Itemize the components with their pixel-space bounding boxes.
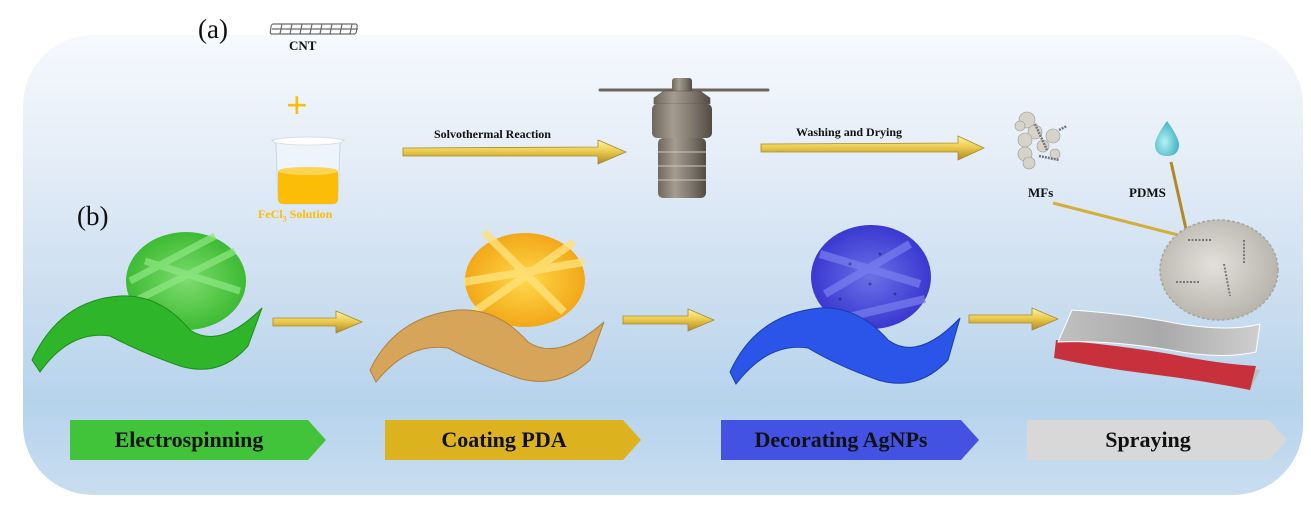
beaker-icon [270, 136, 346, 205]
electrospun-fiber-mat-icon [31, 295, 263, 373]
washing-drying-arrow-icon [760, 135, 985, 161]
mfs-pdms-composite-icon [1159, 219, 1279, 321]
step-decorating-agnps-label: Decorating AgNPs [754, 427, 928, 452]
step-decorating-agnps-chevron: Decorating AgNPs [721, 420, 979, 460]
panel-b-letter: (b) [77, 201, 109, 231]
fecl3-solution-label: FeCl3 Solution [258, 207, 333, 224]
washing-drying-label: Washing and Drying [796, 125, 903, 139]
step-spraying-label: Spraying [1105, 427, 1191, 452]
mfs-label: MFs [1028, 185, 1054, 200]
mfs-microsphere-cluster-icon [1014, 111, 1068, 170]
step-electrospinning-label: Electrospinning [114, 427, 264, 452]
step-coating-pda-label: Coating PDA [441, 427, 567, 452]
pdms-droplet-icon [1155, 121, 1179, 156]
process-arrow-3-icon [968, 307, 1060, 331]
process-arrow-2-icon [622, 308, 716, 332]
plus-sign: + [286, 85, 308, 127]
solvothermal-arrow-icon [402, 139, 628, 165]
autoclave-reactor-icon [598, 78, 770, 198]
pda-coated-fiber-mat-icon [369, 309, 605, 383]
process-arrow-1-icon [272, 310, 364, 334]
agnp-decorated-fiber-mat-icon [729, 307, 961, 385]
sprayed-composite-film-icon [1054, 309, 1261, 390]
cnt-label: CNT [289, 38, 317, 53]
cnt-tube-icon [269, 23, 358, 35]
step-electrospinning-chevron: Electrospinning [70, 420, 326, 460]
panel-a-letter: (a) [198, 14, 228, 44]
step-spraying-chevron: Spraying [1027, 420, 1287, 460]
step-coating-pda-chevron: Coating PDA [385, 420, 641, 460]
pda-coated-fiber-closeup-icon [463, 229, 585, 327]
solvothermal-reaction-label: Solvothermal Reaction [434, 127, 551, 141]
pdms-label: PDMS [1129, 185, 1166, 200]
